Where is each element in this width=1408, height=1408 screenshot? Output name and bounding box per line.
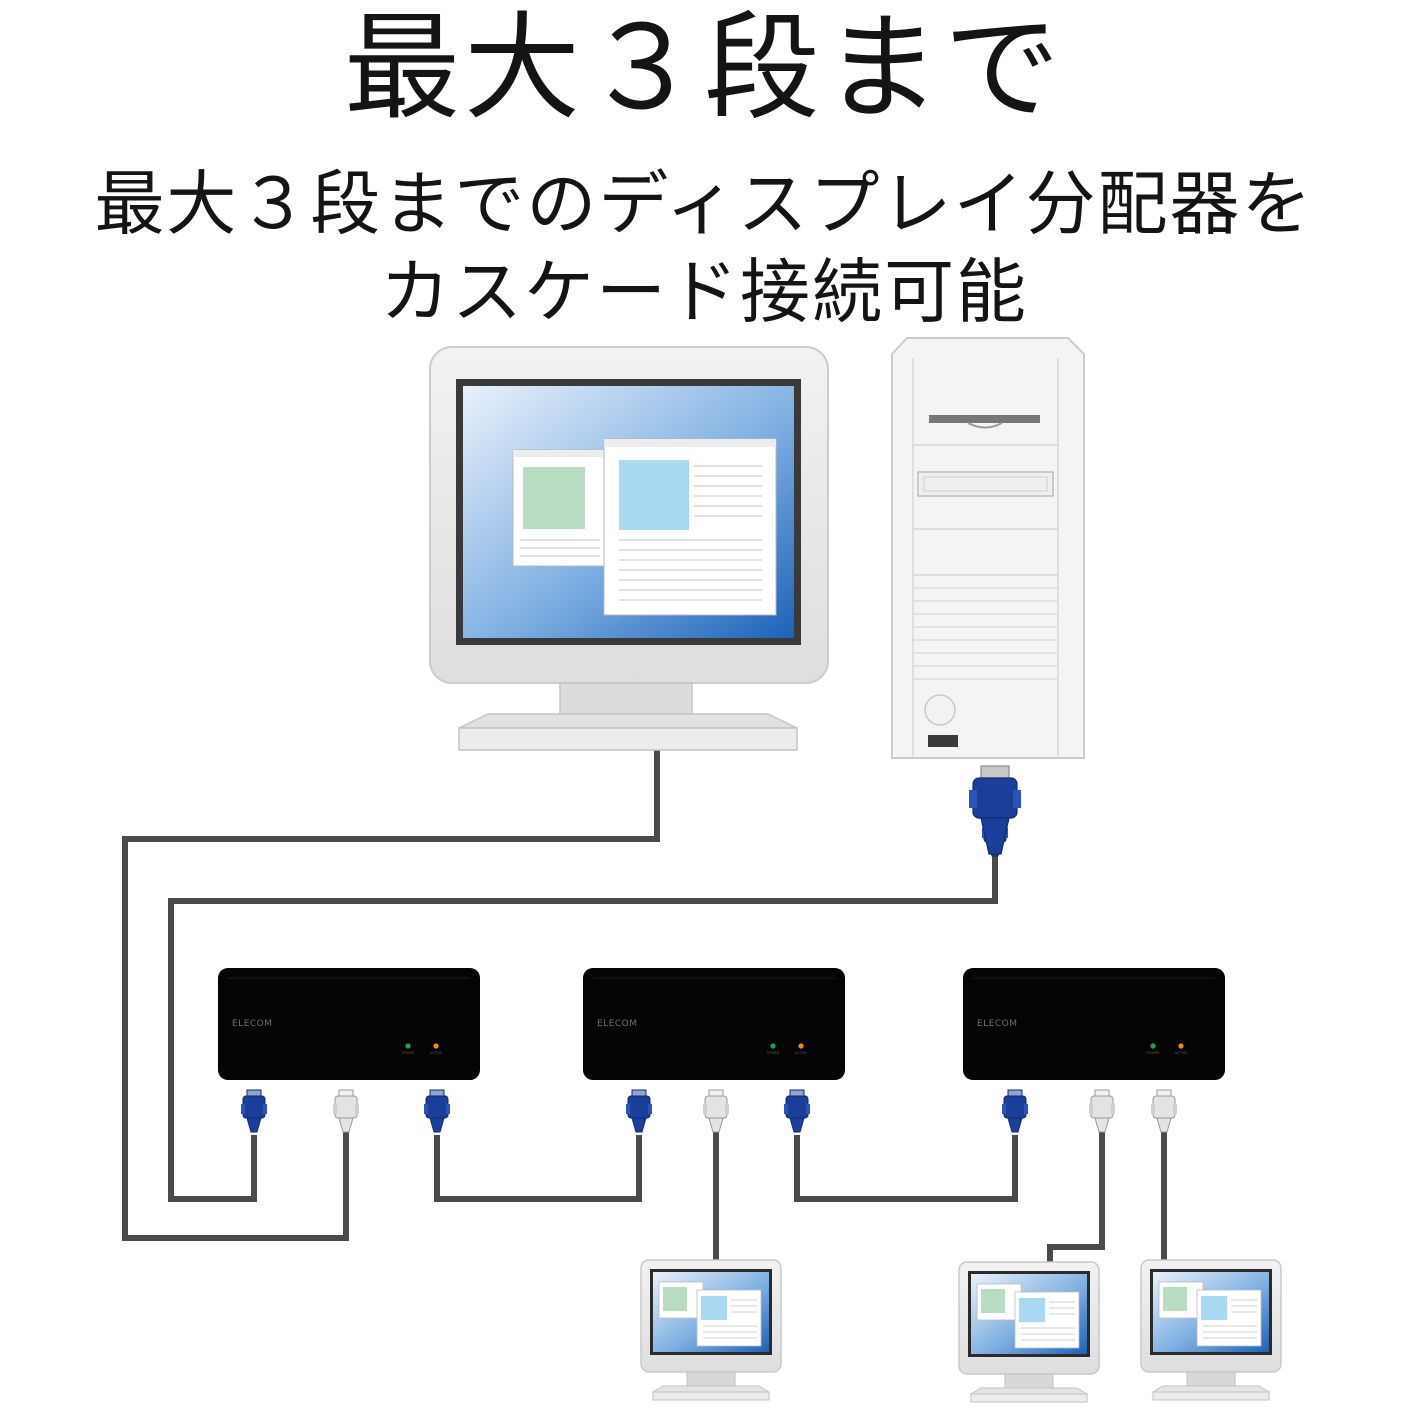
subtitle-line-1: 最大３段までのディスプレイ分配器を <box>94 163 1314 245</box>
small-monitor-icon <box>958 1261 1100 1403</box>
splitter-2: ELECOM POWER ACTIVE <box>582 967 846 1081</box>
vga-connector-icon <box>1001 1089 1029 1133</box>
vga-connector-icon <box>702 1089 730 1133</box>
splitter-3-brand: ELECOM <box>977 1019 1018 1029</box>
page-subtitle: 最大３段までのディスプレイ分配器を カスケード接続可能 <box>0 160 1408 336</box>
monitor-icon <box>429 346 829 751</box>
splitter-1-active-led-icon <box>433 1043 439 1049</box>
connectors <box>240 1089 1178 1133</box>
vga-connector-icon <box>240 1089 268 1133</box>
vga-connector-icon <box>332 1089 360 1133</box>
splitter-3-active-led-icon <box>1178 1043 1184 1049</box>
small-monitor-icon <box>640 1259 782 1401</box>
vga-connector-icon <box>625 1089 653 1133</box>
cable-display-2 <box>1047 1124 1105 1262</box>
splitter-2-power-label: POWER <box>767 1051 781 1055</box>
splitter-3-power-label: POWER <box>1147 1051 1161 1055</box>
cables <box>122 750 1167 1262</box>
vga-connector-icon <box>423 1089 451 1133</box>
splitter-1: ELECOM POWER ACTIVE <box>217 967 481 1081</box>
splitter-2-active-led-icon <box>798 1043 804 1049</box>
splitter-3-power-led-icon <box>1150 1043 1156 1049</box>
splitter-1-active-label: ACTIVE <box>430 1051 443 1055</box>
splitter-2-power-led-icon <box>770 1043 776 1049</box>
splitter-2-active-label: ACTIVE <box>795 1051 808 1055</box>
cable-cascade-2 <box>794 1135 1018 1202</box>
cable-cascade-1 <box>434 1135 642 1202</box>
vga-connector-icon <box>1150 1089 1178 1133</box>
vga-connector-icon <box>1088 1089 1116 1133</box>
page-title: 最大３段まで <box>344 1 1064 136</box>
splitter-1-brand: ELECOM <box>232 1019 273 1029</box>
splitter-3: ELECOM POWER ACTIVE <box>962 967 1226 1081</box>
splitter-3-active-label: ACTIVE <box>1175 1051 1188 1055</box>
cable-pc-input <box>168 855 998 1202</box>
pc-tower-icon <box>891 337 1085 759</box>
pc-vga-connector-large-icon <box>969 765 1021 855</box>
subtitle-line-2: カスケード接続可能 <box>380 251 1028 333</box>
splitter-2-brand: ELECOM <box>597 1019 638 1029</box>
vga-connector-icon <box>783 1089 811 1133</box>
small-monitor-icon <box>1140 1259 1282 1401</box>
splitter-1-power-led-icon <box>405 1043 411 1049</box>
cable-main-monitor <box>122 750 660 1241</box>
splitter-1-power-label: POWER <box>402 1051 416 1055</box>
